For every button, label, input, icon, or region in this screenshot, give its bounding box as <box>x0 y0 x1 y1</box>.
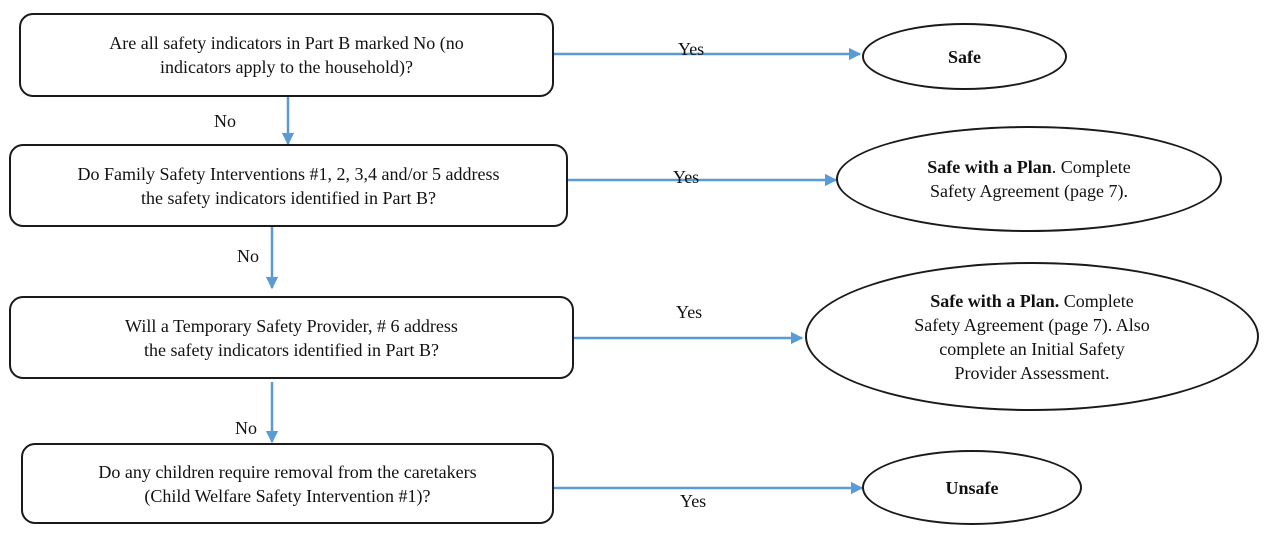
question-2-line-2: the safety indicators identified in Part… <box>141 187 436 208</box>
yes-label-1: Yes <box>678 39 705 59</box>
yes-label-4: Yes <box>680 491 707 511</box>
question-box-4: Do any children require removal from the… <box>21 443 554 524</box>
question-3-line-2: the safety indicators identified in Part… <box>144 339 439 360</box>
question-3-line-1: Will a Temporary Safety Provider, # 6 ad… <box>125 315 458 336</box>
question-4-line-2: (Child Welfare Safety Intervention #1)? <box>144 485 431 506</box>
outcome-3-title: Safe with a Plan. <box>930 290 1060 311</box>
outcome-3-line-4: Provider Assessment. <box>954 362 1110 383</box>
outcome-2-line-2: Safety Agreement (page 7). <box>930 181 1128 201</box>
question-box-2: Do Family Safety Interventions #1, 2, 3,… <box>9 144 568 227</box>
question-1-line-1: Are all safety indicators in Part B mark… <box>109 33 464 53</box>
question-4-line-1: Do any children require removal from the… <box>98 461 477 482</box>
outcome-safe: Safe <box>862 23 1067 90</box>
outcome-4-title: Unsafe <box>945 477 999 498</box>
yes-label-2: Yes <box>673 167 700 187</box>
outcome-safe-with-plan: Safe with a Plan. Complete Safety Agreem… <box>836 126 1222 232</box>
outcome-2-title: Safe with a Plan <box>927 157 1052 177</box>
outcome-3-line-2: Safety Agreement (page 7). Also <box>914 314 1150 335</box>
question-1-line-2: indicators apply to the household)? <box>160 57 413 77</box>
outcome-1-title: Safe <box>948 46 981 67</box>
question-2-line-1: Do Family Safety Interventions #1, 2, 3,… <box>77 163 500 184</box>
outcome-2-rest: . Complete <box>1051 157 1131 177</box>
question-box-3: Will a Temporary Safety Provider, # 6 ad… <box>9 296 574 379</box>
question-box-1: Are all safety indicators in Part B mark… <box>19 13 554 97</box>
no-label-3: No <box>235 418 257 438</box>
no-label-2: No <box>237 246 259 266</box>
yes-label-3: Yes <box>676 302 703 322</box>
outcome-3-line-3: complete an Initial Safety <box>939 338 1125 359</box>
no-label-1: No <box>214 111 236 131</box>
outcome-unsafe: Unsafe <box>862 450 1082 525</box>
outcome-safe-with-plan-provider: Safe with a Plan. Complete Safety Agreem… <box>805 262 1259 411</box>
outcome-3-rest: Complete <box>1059 290 1134 311</box>
